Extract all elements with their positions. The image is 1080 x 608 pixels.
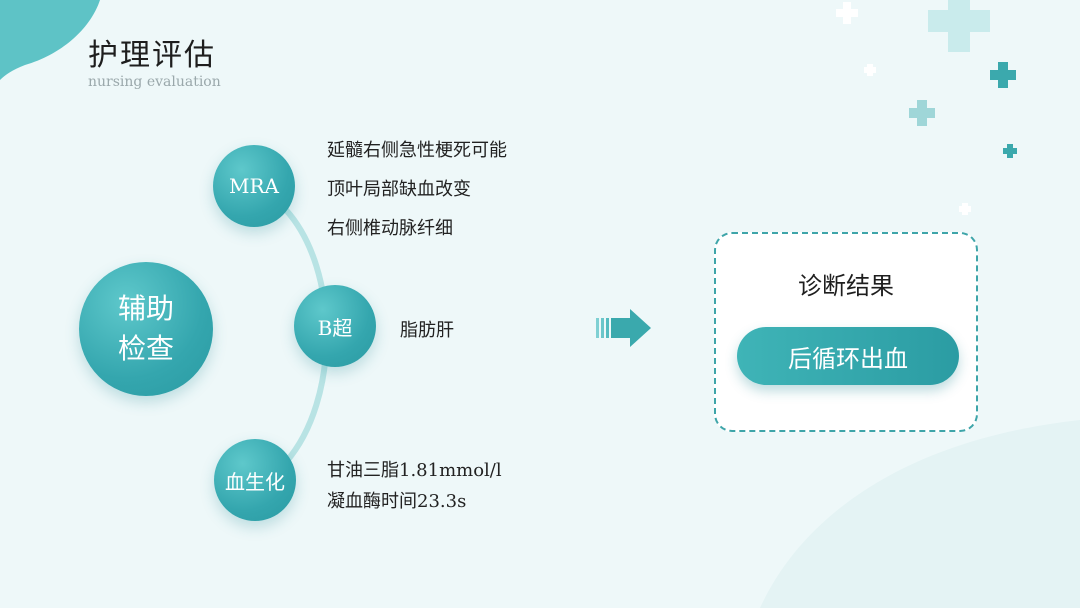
cross-icon	[836, 2, 858, 24]
finding-mra-3: 右侧椎动脉纤细	[327, 218, 453, 239]
finding-ultrasound-1: 脂肪肝	[400, 320, 454, 341]
arrow-right-icon	[596, 309, 651, 347]
branch-node-blood-chemistry: 血生化	[214, 439, 296, 521]
diagnosis-card: 诊断结果 后循环出血	[714, 232, 978, 432]
cross-icon	[928, 0, 990, 52]
cross-icon	[864, 64, 876, 76]
diagnosis-pill: 后循环出血	[737, 327, 959, 385]
finding-blood-2: 凝血酶时间23.3s	[327, 491, 467, 512]
branch-node-ultrasound: B超	[294, 285, 376, 367]
page-title: 护理评估	[88, 38, 216, 73]
branch-label-ultrasound: B超	[317, 315, 353, 340]
branch-label-blood-chemistry: 血生化	[225, 469, 285, 494]
branch-label-mra: MRA	[229, 174, 279, 198]
cross-icon	[990, 62, 1016, 88]
cross-icon	[1003, 144, 1017, 158]
finding-mra-2: 顶叶局部缺血改变	[327, 179, 471, 200]
cross-icon	[909, 100, 935, 126]
finding-mra-1: 延髓右侧急性梗死可能	[327, 140, 507, 161]
exam-main-label-line2: 检查	[117, 332, 174, 365]
diagnosis-card-title: 诊断结果	[798, 272, 894, 300]
branch-node-mra: MRA	[213, 145, 295, 227]
corner-blob-top-left	[0, 0, 100, 80]
page-subtitle: nursing evaluation	[88, 74, 221, 90]
exam-main-label-line1: 辅助	[117, 292, 174, 325]
cross-icon	[959, 203, 971, 215]
finding-blood-1: 甘油三脂1.81mmol/l	[327, 460, 502, 481]
exam-main-node: 辅助 检查	[79, 262, 213, 396]
wave-bottom-right	[760, 420, 1080, 608]
